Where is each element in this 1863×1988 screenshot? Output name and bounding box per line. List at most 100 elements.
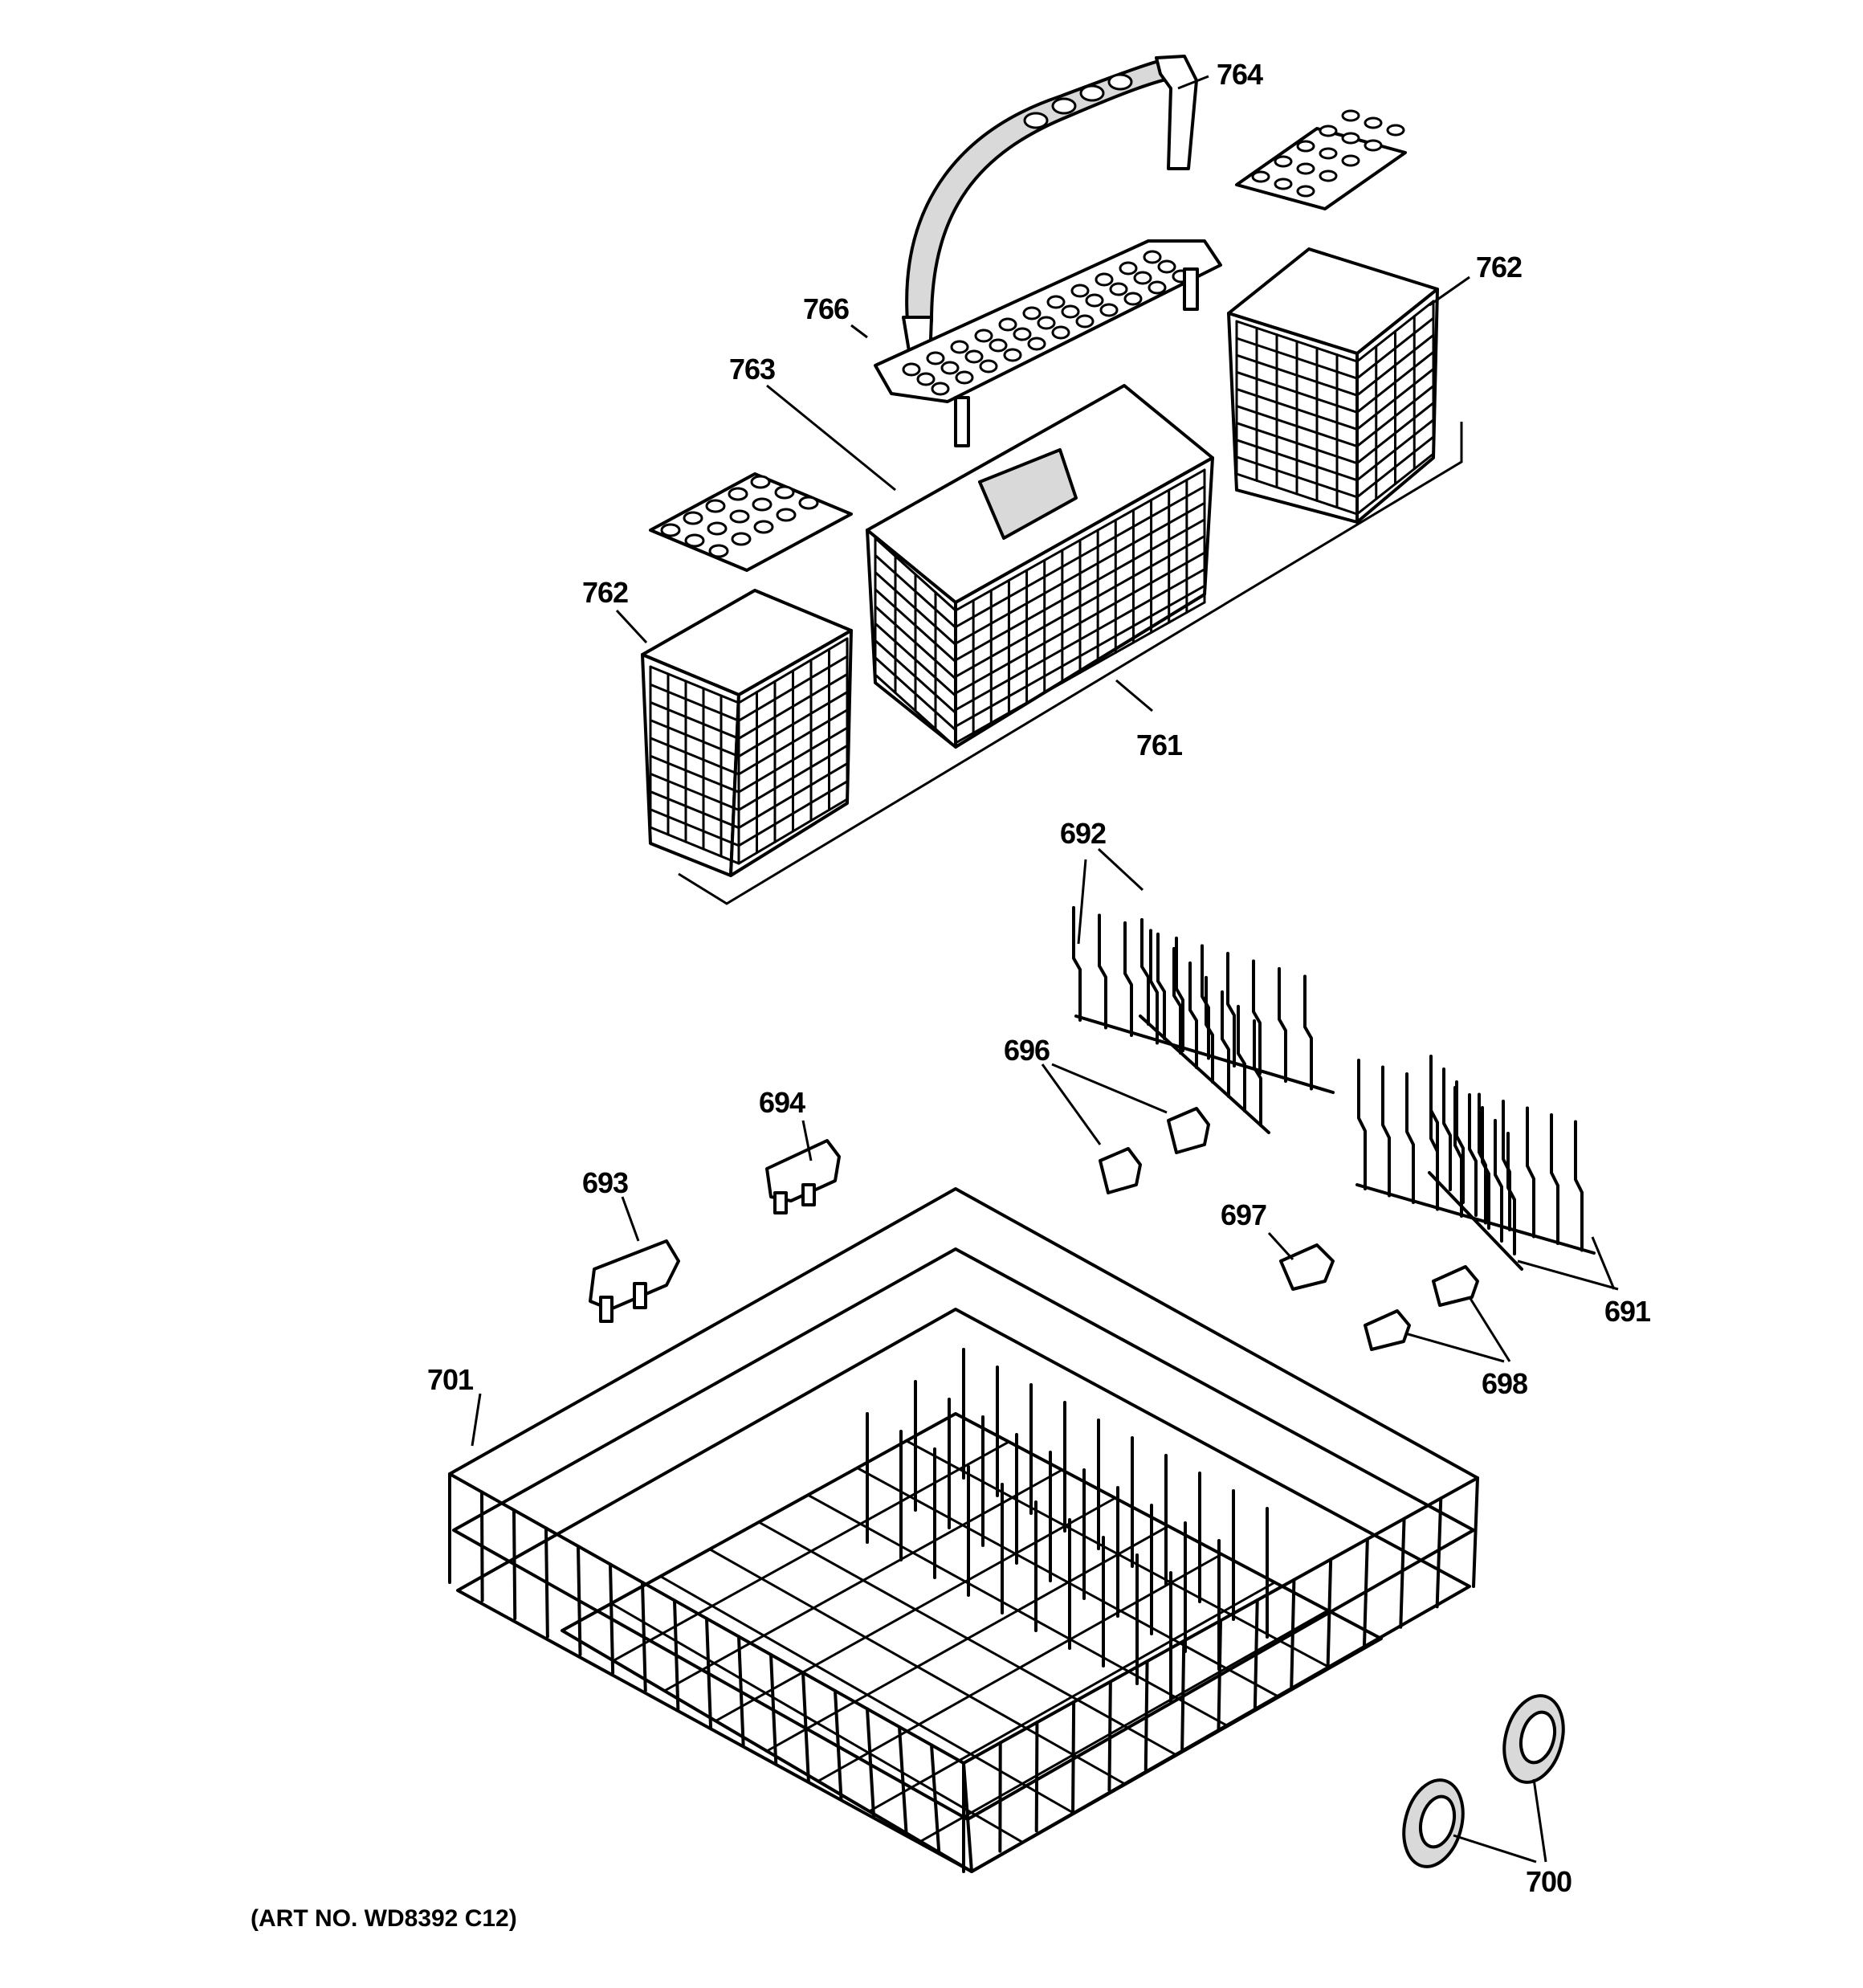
- grid-hole: [1099, 303, 1119, 317]
- grid-hole: [660, 523, 681, 537]
- small-basket-left-part-762: [641, 472, 853, 877]
- rack-wire: [577, 1545, 582, 1656]
- rack-wire: [817, 1553, 1223, 1782]
- callout-696: 696: [1004, 1034, 1050, 1067]
- clip-part-693: [589, 1239, 680, 1323]
- grid-hole: [707, 521, 728, 536]
- assembly-bracket-761: [678, 422, 1463, 905]
- grid-hole: [1364, 139, 1383, 152]
- basket-wire: [649, 772, 740, 811]
- grid-hole: [979, 359, 998, 374]
- basket-wire: [649, 754, 740, 794]
- rack-wire: [834, 1689, 843, 1801]
- tine: [1072, 906, 1082, 1022]
- grid-hole: [1296, 185, 1315, 198]
- clip-part-696: [1099, 1107, 1210, 1194]
- tine: [1526, 1106, 1535, 1239]
- grid-hole: [1046, 295, 1066, 309]
- grid-hole: [1051, 325, 1070, 340]
- rack-wire: [1362, 1537, 1369, 1650]
- tine-row-part-692: [1072, 906, 1335, 1134]
- tine: [1494, 1119, 1503, 1243]
- tine-row-part-691: [1355, 1055, 1596, 1271]
- grid-hole: [1003, 348, 1022, 362]
- rack-wire: [1399, 1517, 1406, 1629]
- grid-hole: [776, 508, 797, 522]
- grid-hole: [1119, 261, 1138, 276]
- rack-wire: [480, 1490, 484, 1602]
- basket-wire: [649, 700, 740, 740]
- grid-hole: [683, 511, 703, 525]
- grid-hole: [798, 496, 819, 510]
- grid-hole: [1148, 280, 1167, 295]
- grid-hole: [964, 349, 984, 364]
- callout-692: 692: [1060, 817, 1106, 850]
- rack-wire: [512, 1508, 517, 1620]
- tine: [1574, 1120, 1584, 1252]
- callout-694: 694: [759, 1086, 805, 1119]
- grid-hole: [1274, 178, 1293, 190]
- tine: [1429, 1055, 1439, 1178]
- rack-wire: [757, 1521, 1178, 1757]
- rack-wire: [544, 1526, 549, 1639]
- rack-wire: [1143, 1659, 1149, 1772]
- grid-hole: [729, 509, 750, 524]
- callout-698: 698: [1482, 1367, 1527, 1400]
- tine: [1149, 929, 1159, 1045]
- grid-hole: [708, 544, 729, 558]
- tine: [1237, 1005, 1246, 1112]
- grid-hole: [1070, 284, 1090, 298]
- clip-part-698: [1364, 1265, 1479, 1351]
- callout-763: 763: [729, 353, 775, 386]
- grid-hole: [728, 487, 748, 501]
- grid-hole: [1157, 259, 1176, 274]
- tine: [1381, 1065, 1391, 1198]
- rack-wire: [898, 1725, 908, 1837]
- tine: [1253, 1019, 1262, 1127]
- rack-wire: [1472, 1476, 1479, 1588]
- basket-wire: [649, 665, 740, 704]
- callout-700: 700: [1526, 1865, 1572, 1898]
- grid-hole: [1022, 306, 1042, 320]
- grid-hole: [916, 372, 936, 386]
- rack-wire: [1253, 1598, 1259, 1711]
- grid-hole: [1037, 316, 1056, 330]
- rack-wire: [806, 1493, 1229, 1728]
- basket-wire: [649, 790, 740, 830]
- callout-691: 691: [1604, 1295, 1651, 1328]
- tine: [1098, 913, 1107, 1030]
- grid-hole: [1341, 154, 1360, 167]
- grid-hole: [731, 532, 752, 546]
- rack-wire: [609, 1562, 615, 1675]
- tine: [1156, 933, 1166, 1040]
- grid-hole: [1061, 304, 1080, 319]
- tine: [1205, 976, 1214, 1084]
- tine: [1405, 1072, 1415, 1204]
- grid-hole: [684, 533, 705, 548]
- basket-lid-part-766: [874, 239, 1222, 447]
- rack-wire: [705, 1617, 712, 1729]
- tine: [1357, 1059, 1367, 1190]
- lower-rack-part-701: [448, 1187, 1479, 1873]
- callout-761: 761: [1136, 729, 1183, 761]
- grid-hole: [1296, 140, 1315, 153]
- tine: [1303, 974, 1313, 1091]
- grid-hole: [931, 382, 950, 396]
- center-basket-part-763: [866, 384, 1214, 749]
- clip-part-697: [1279, 1243, 1335, 1291]
- callout-701: 701: [427, 1363, 474, 1396]
- small-basket-right-part-762: [1227, 109, 1439, 524]
- grid-hole: [1027, 337, 1046, 351]
- grid-hole: [774, 485, 795, 500]
- basket-wire: [649, 826, 740, 865]
- grid-hole: [955, 370, 974, 385]
- grid-hole: [750, 475, 771, 489]
- rack-wire: [801, 1671, 810, 1783]
- grid-hole: [998, 317, 1017, 332]
- tine: [1226, 952, 1236, 1067]
- leader-lines: [471, 75, 1619, 1863]
- grid-hole: [989, 338, 1008, 353]
- grid-hole: [1319, 169, 1338, 182]
- tine: [1123, 921, 1133, 1037]
